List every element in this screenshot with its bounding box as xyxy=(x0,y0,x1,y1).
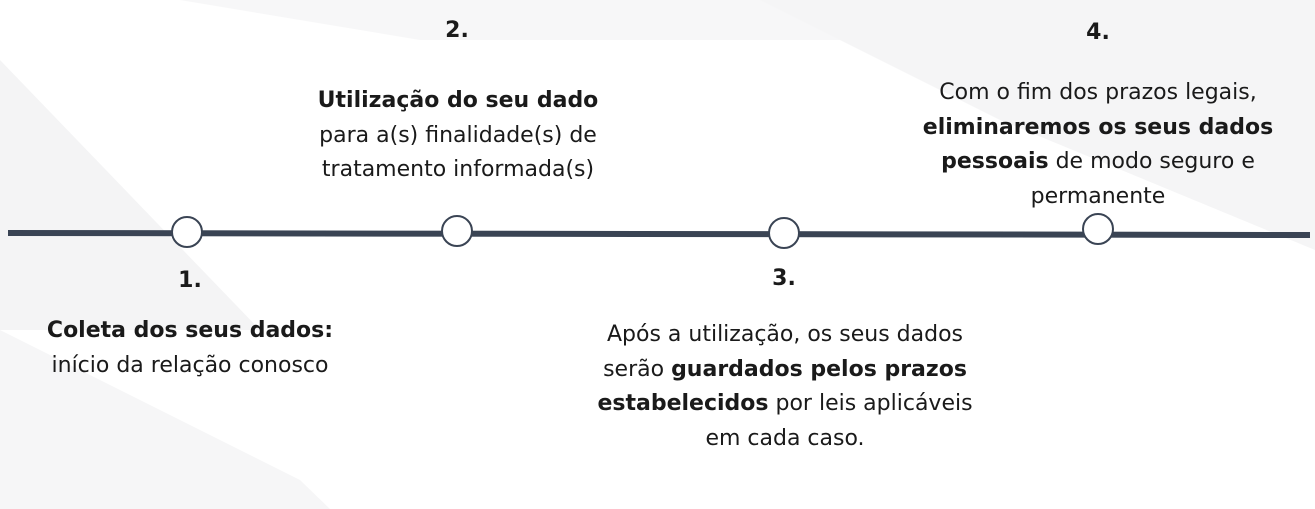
step-number-2: 2. xyxy=(445,18,469,43)
timeline-node-4 xyxy=(1082,213,1114,245)
step-1-description: Coleta dos seus dados: início da relação… xyxy=(40,314,340,383)
step-4-description: Com o fim dos prazos legais, eliminaremo… xyxy=(880,76,1315,214)
step-3-bold: guardados pelos prazos estabelecidos xyxy=(597,356,967,417)
step-number-4: 4. xyxy=(1086,20,1110,45)
step-2-title: Utilização do seu dado xyxy=(317,88,599,113)
step-3-text-after: por leis aplicáveis em cada caso. xyxy=(705,391,973,451)
timeline-node-1 xyxy=(171,216,203,248)
step-number-3: 3. xyxy=(772,266,796,291)
step-number-1: 1. xyxy=(178,268,202,293)
timeline-node-2 xyxy=(441,215,473,247)
step-4-text-after: de modo seguro e permanente xyxy=(1030,149,1255,209)
step-1-title: Coleta dos seus dados: xyxy=(46,318,334,343)
step-4-text-before: Com o fim dos prazos legais, xyxy=(939,80,1257,105)
timeline-node-3 xyxy=(768,217,800,249)
step-3-description: Após a utilização, os seus dados serão g… xyxy=(585,318,985,456)
step-2-text: para a(s) finalidade(s) de tratamento in… xyxy=(319,122,597,183)
step-1-text: início da relação conosco xyxy=(51,352,329,378)
step-2-description: Utilização do seu dado para a(s) finalid… xyxy=(258,84,658,188)
step-3-text-before: Após a utilização, os seus dados serão xyxy=(603,322,963,382)
step-4-bold: eliminaremos os seus dados pessoais xyxy=(922,114,1274,175)
